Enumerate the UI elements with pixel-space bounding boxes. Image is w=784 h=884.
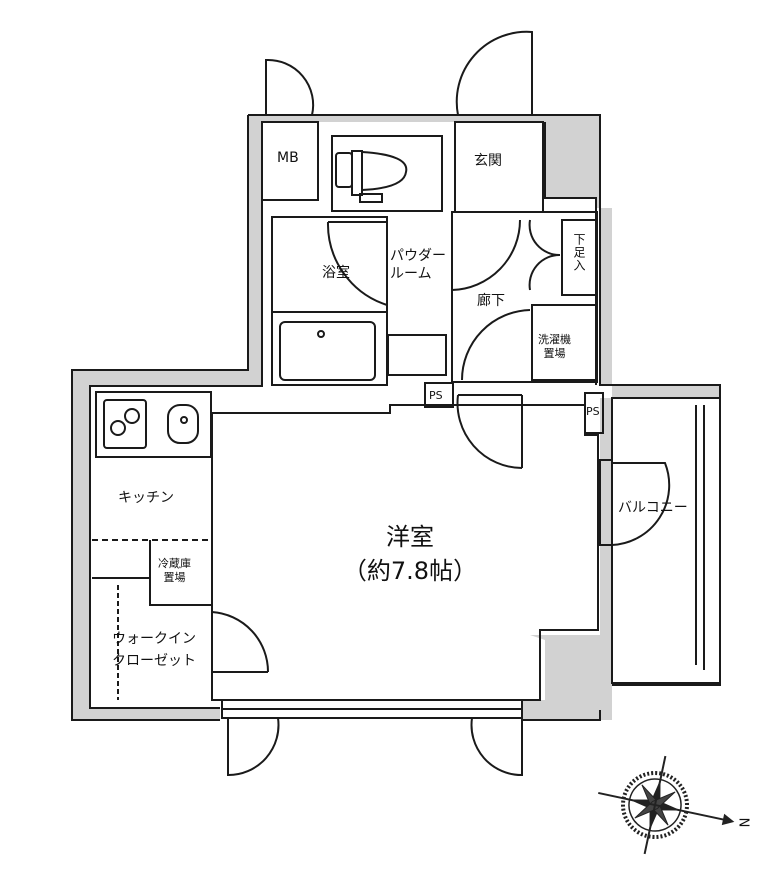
room-label-mb: MB [277,150,299,166]
stove-icon [103,399,147,449]
pipe-space-2: PS [586,405,600,418]
room-label-balcony: バルコニー [618,500,688,516]
toilet-icon [335,150,408,203]
room-label-hallway: 廊下 [477,293,505,309]
bathtub [279,321,376,381]
compass-icon [598,755,735,855]
room-label-bathroom: 浴室 [322,265,350,281]
outer-wall [248,114,721,686]
sink [387,334,447,376]
room-label-walkin-2: クローゼット [112,653,196,669]
room-label-kitchen: キッチン [118,490,174,506]
room-label-washer: 洗濯機置場 [538,333,571,360]
room-label-entrance: 玄関 [474,153,502,169]
room-label-walkin-1: ウォークイン [112,631,196,647]
room-label-fridge: 冷蔵庫置場 [158,557,191,584]
kitchen-sink [167,404,199,444]
compass-north-label: N [735,817,751,828]
meter-box [261,121,319,201]
pipe-space-1: PS [429,389,443,402]
main-room-label: 洋室（約7.8帖） [342,523,478,585]
room-label-powder-1: パウダー [390,248,446,264]
room-label-shoe-box: 下足入 [572,233,586,272]
room-label-powder-2: ルーム [390,266,432,282]
wall-shading [72,115,720,720]
